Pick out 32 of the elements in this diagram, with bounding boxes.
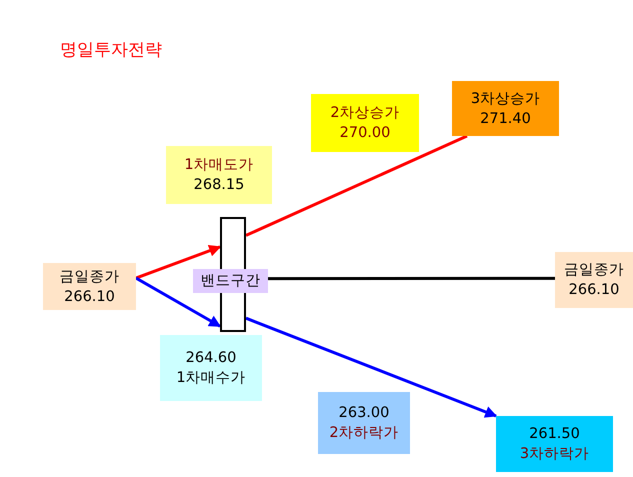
box-label: 금일종가	[60, 268, 120, 286]
price-box	[43, 263, 136, 310]
box-label: 268.15	[194, 176, 244, 195]
price-box	[166, 146, 272, 204]
price-box	[555, 252, 633, 308]
box-label: 1차매도가	[184, 156, 254, 175]
arrow	[245, 316, 498, 418]
box-label: 2차상승가	[330, 104, 400, 123]
box-label: 266.10	[568, 281, 620, 300]
box-label: 271.40	[480, 110, 531, 128]
price-box	[496, 416, 613, 472]
connector-line	[245, 134, 468, 237]
box-label: 270.00	[340, 124, 390, 143]
box-label: 3차하락가	[520, 445, 590, 464]
box-label: 263.00	[338, 404, 390, 423]
box-label: 261.50	[529, 425, 580, 444]
price-box	[193, 269, 268, 293]
box-label: 밴드구간	[200, 272, 260, 291]
price-box	[311, 94, 419, 152]
title: 명일투자전략	[60, 39, 162, 61]
box-label: 금일종가	[564, 261, 624, 280]
price-box	[160, 335, 262, 401]
box-label: 266.10	[64, 288, 115, 306]
arrow	[135, 276, 222, 328]
price-box	[452, 81, 559, 136]
box-label: 2차하락가	[329, 424, 399, 443]
price-box	[318, 392, 410, 454]
arrow	[135, 245, 222, 280]
connector-line	[268, 276, 555, 280]
box-label: 264.60	[186, 349, 236, 368]
box-label: 3차상승가	[470, 90, 540, 108]
box-label: 1차매수가	[176, 369, 246, 388]
